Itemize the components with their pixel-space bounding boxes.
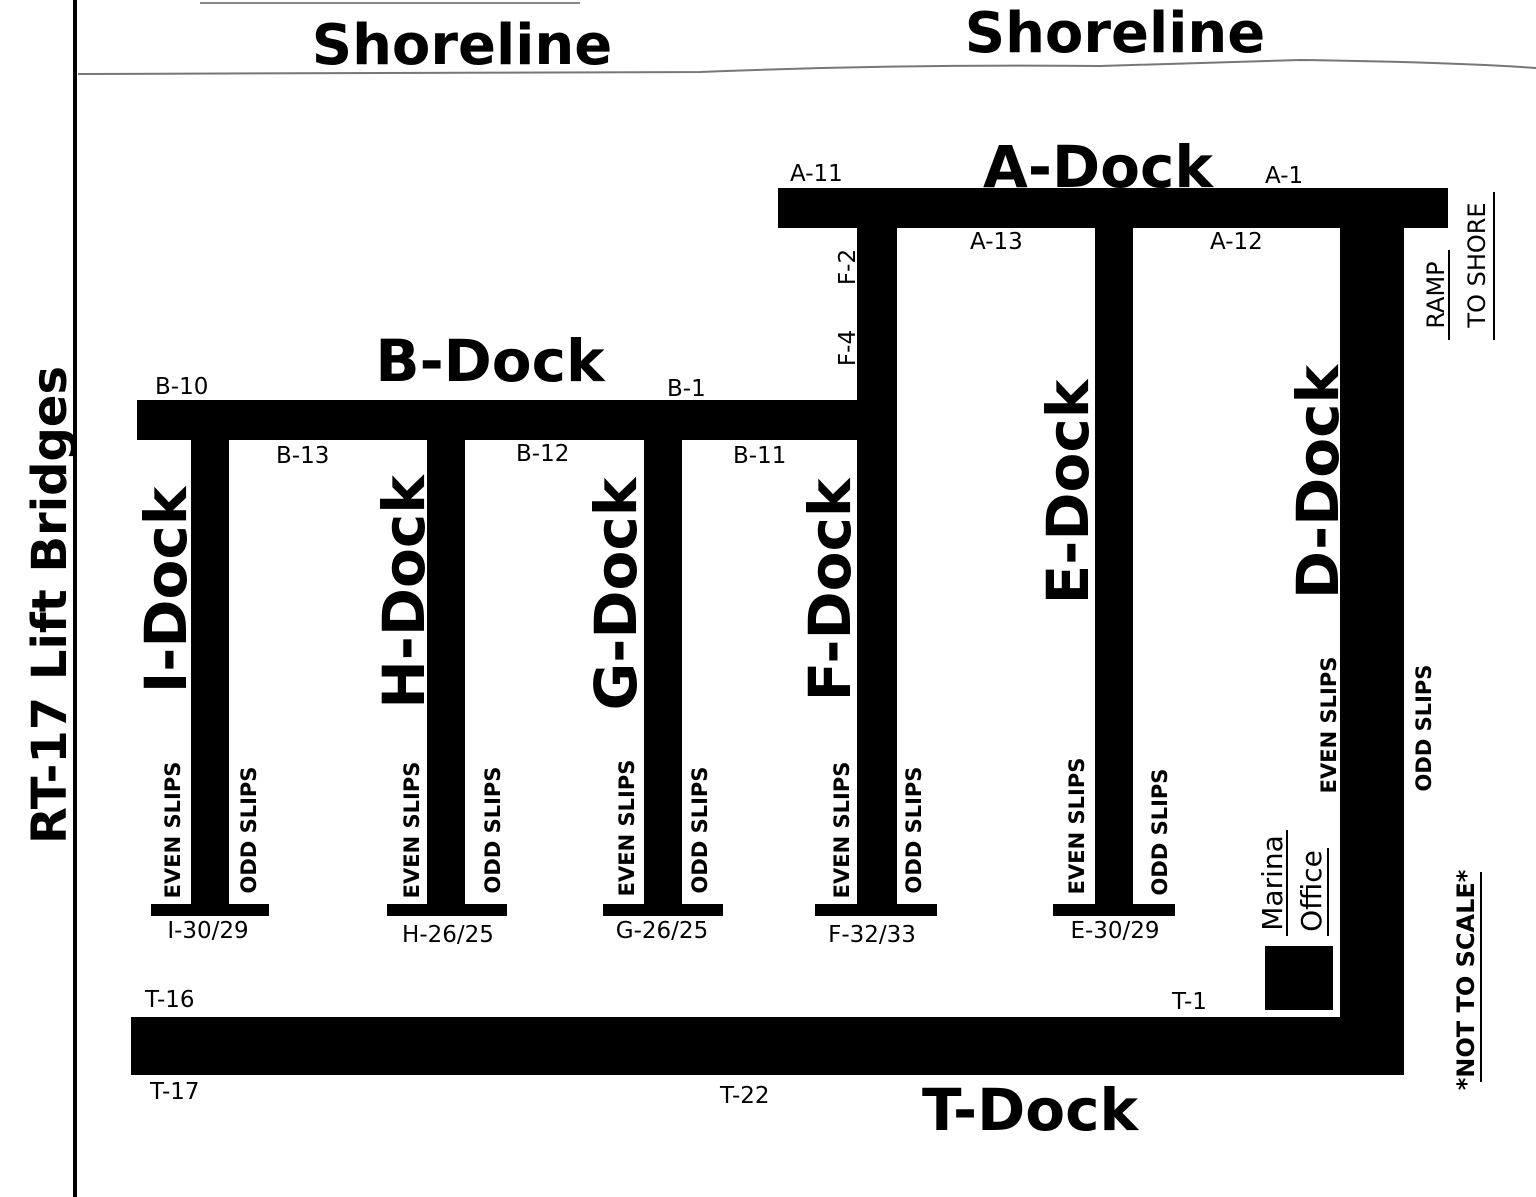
label-b-11: B-11 [733, 443, 786, 469]
f-dock-label: F-Dock [796, 477, 864, 701]
g-dock-end [603, 904, 723, 916]
f-dock-even-slips: EVEN SLIPS [830, 762, 854, 899]
label-f-2: F-2 [835, 249, 861, 285]
b-dock [137, 400, 877, 440]
not-to-scale-note: *NOT TO SCALE* [1452, 869, 1480, 1090]
i-dock-label: I-Dock [132, 485, 200, 693]
e-dock-even-slips: EVEN SLIPS [1065, 758, 1089, 895]
label-a-13: A-13 [970, 229, 1023, 255]
g-dock-even-slips: EVEN SLIPS [615, 760, 639, 897]
ramp-line-1: RAMP [1422, 261, 1450, 328]
label-i-end: I-30/29 [167, 918, 248, 944]
g-dock [644, 440, 682, 910]
f-dock-odd-slips: ODD SLIPS [902, 767, 926, 894]
marina-office-line-2: Office [1295, 850, 1328, 932]
e-dock-odd-slips: ODD SLIPS [1148, 769, 1172, 896]
label-t-22: T-22 [719, 1083, 770, 1109]
label-f-4: F-4 [835, 330, 861, 366]
marina-office-line-1: Marina [1256, 835, 1289, 931]
h-dock-even-slips: EVEN SLIPS [400, 762, 424, 899]
label-g-end: G-26/25 [616, 918, 708, 944]
label-e-end: E-30/29 [1070, 918, 1159, 944]
label-a-1: A-1 [1265, 163, 1303, 189]
label-t-16: T-16 [144, 987, 195, 1013]
label-f-end: F-32/33 [828, 922, 916, 948]
i-dock [191, 440, 229, 910]
e-dock [1095, 228, 1133, 910]
label-a-12: A-12 [1210, 229, 1263, 255]
label-b-1: B-1 [667, 376, 706, 402]
i-dock-end [151, 904, 269, 916]
g-dock-label: G-Dock [582, 476, 650, 710]
i-dock-odd-slips: ODD SLIPS [237, 767, 261, 894]
f-dock-end [815, 904, 937, 916]
label-b-12: B-12 [516, 441, 569, 467]
t-dock [131, 1017, 1404, 1075]
shoreline-label-right: Shoreline [965, 1, 1266, 66]
a-dock-label: A-Dock [983, 133, 1214, 201]
label-a-11: A-11 [790, 161, 843, 187]
b-dock-label: B-Dock [375, 327, 606, 395]
label-b-13: B-13 [276, 443, 329, 469]
d-dock-even-slips: EVEN SLIPS [1317, 657, 1341, 794]
label-t-1: T-1 [1171, 989, 1207, 1015]
f-dock [857, 228, 897, 910]
h-dock-label: H-Dock [370, 474, 438, 709]
label-b-10: B-10 [155, 374, 208, 400]
e-dock-label: E-Dock [1034, 378, 1102, 604]
label-h-end: H-26/25 [402, 922, 494, 948]
a-dock [778, 188, 1448, 228]
ramp-line-2: TO SHORE [1463, 202, 1491, 328]
h-dock [427, 440, 465, 910]
shoreline-label-left: Shoreline [312, 13, 613, 78]
h-dock-end [387, 904, 507, 916]
d-dock-label: D-Dock [1284, 363, 1352, 599]
lift-bridges-label: RT-17 Lift Bridges [22, 366, 78, 844]
i-dock-even-slips: EVEN SLIPS [161, 762, 185, 899]
label-t-17: T-17 [149, 1079, 200, 1105]
g-dock-odd-slips: ODD SLIPS [688, 767, 712, 894]
h-dock-odd-slips: ODD SLIPS [481, 767, 505, 894]
e-dock-end [1053, 904, 1175, 916]
t-dock-label: T-Dock [922, 1076, 1139, 1144]
d-dock [1340, 225, 1404, 1075]
marina-office-building [1265, 946, 1333, 1010]
d-dock-odd-slips: ODD SLIPS [1412, 665, 1436, 792]
shoreline-line [77, 58, 1536, 75]
